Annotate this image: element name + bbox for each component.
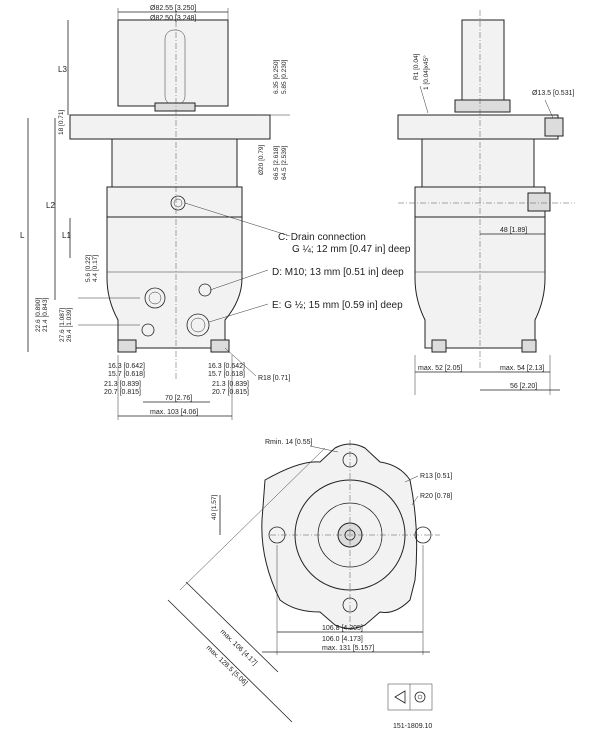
dim-r18: R18 [0.71] bbox=[258, 375, 290, 382]
dim-226: 22.6 [0.890] bbox=[35, 297, 42, 332]
dim-r13: R13 [0.51] bbox=[420, 473, 452, 480]
side-shaft bbox=[461, 19, 505, 107]
port-d-top bbox=[198, 283, 212, 297]
drawing-number: 151-1809.10 bbox=[393, 723, 432, 730]
side-mount-hole bbox=[544, 117, 564, 137]
dim-207-left: 20.7 [0.815] bbox=[104, 389, 141, 396]
front-view: Ø82.55 [3.250] Ø82.50 [3.248] L3 L L2 L1… bbox=[20, 5, 411, 420]
side-drain-port bbox=[527, 192, 551, 212]
dim-d665: 66.5 [2.618] bbox=[273, 145, 280, 180]
dim-shaft-dia-1: Ø82.55 [3.250] bbox=[150, 5, 196, 12]
dim-l1: L1 bbox=[62, 231, 71, 240]
shaft-housing bbox=[117, 19, 229, 107]
dim-pilot-585: 5.85 [0.230] bbox=[281, 59, 288, 94]
dim-d135: Ø13.5 [0.531] bbox=[532, 90, 574, 97]
dim-163-right: 16.3 [0.642] bbox=[208, 363, 245, 370]
dim-max52: max. 52 [2.05] bbox=[418, 365, 462, 372]
dim-d645: 64.5 [2.539] bbox=[281, 145, 288, 180]
port-e-right bbox=[186, 313, 210, 337]
dim-48: 48 [1.89] bbox=[500, 227, 527, 234]
side-view: R1 [0.04] 1 [0.04]x45° Ø13.5 [0.531] 48 … bbox=[397, 10, 575, 395]
dim-max131: max. 131 [5.157] bbox=[322, 645, 374, 652]
dim-l3: L3 bbox=[58, 65, 67, 74]
dim-213-left: 21.3 [0.839] bbox=[104, 381, 141, 388]
port-e-left bbox=[144, 287, 166, 309]
projection-symbol bbox=[387, 683, 433, 711]
side-flange bbox=[397, 114, 559, 140]
dim-max54: max. 54 [2.13] bbox=[500, 365, 544, 372]
dim-56: 56 [2.20] bbox=[510, 383, 537, 390]
dim-157-left: 15.7 [0.618] bbox=[108, 371, 145, 378]
motor-body-middle bbox=[106, 186, 243, 218]
callout-c-line1: C: Drain connection bbox=[278, 232, 366, 243]
dim-flange-18: 18 [0.71] bbox=[58, 110, 65, 135]
dim-103: max. 103 [4.06] bbox=[150, 409, 198, 416]
dim-1068: 106.8 [4.205] bbox=[322, 625, 363, 632]
callout-e: E: G ½; 15 mm [0.59 in] deep bbox=[272, 300, 403, 311]
dim-rmin14: Rmin. 14 [0.55] bbox=[265, 439, 313, 446]
dim-r1: R1 [0.04] bbox=[413, 53, 420, 80]
dim-276: 27.6 [1.087] bbox=[59, 307, 66, 342]
dim-157-right: 15.7 [0.618] bbox=[208, 371, 245, 378]
dim-40: 40 [1.57] bbox=[211, 495, 218, 520]
shaft-collar bbox=[154, 102, 196, 112]
dim-56: 5.6 [0.22] bbox=[85, 255, 92, 282]
dim-213-right: 21.3 [0.839] bbox=[212, 381, 249, 388]
dim-pilot-635: 6.35 [0.250] bbox=[273, 59, 280, 94]
bottom-view: Rmin. 14 [0.55] R13 [0.51] R20 [0.78] 40… bbox=[167, 439, 452, 723]
dim-d20: Ø20 [0.79] bbox=[258, 144, 265, 175]
dim-shaft-dia-2: Ø82.50 [3.248] bbox=[150, 15, 196, 22]
dim-163-left: 16.3 [0.642] bbox=[108, 363, 145, 370]
port-d-bottom bbox=[141, 323, 155, 337]
dim-264: 26.4 [1.039] bbox=[66, 307, 73, 342]
mounting-flange bbox=[69, 114, 271, 140]
dim-chamfer: 1 [0.04]x45° bbox=[422, 55, 430, 90]
dim-1060: 106.0 [4.173] bbox=[322, 636, 363, 643]
callout-c-line2: G ¼; 12 mm [0.47 in] deep bbox=[292, 243, 411, 255]
motor-body-lower bbox=[106, 216, 243, 349]
dim-l2: L2 bbox=[46, 201, 55, 210]
dim-207-right: 20.7 [0.815] bbox=[212, 389, 249, 396]
dim-70: 70 [2.76] bbox=[165, 395, 192, 402]
motor-body-upper bbox=[111, 138, 238, 188]
dim-44: 4.4 [0.17] bbox=[92, 255, 99, 282]
callout-d: D: M10; 13 mm [0.51 in] deep bbox=[272, 267, 404, 278]
dim-214: 21.4 [0.843] bbox=[42, 297, 49, 332]
dim-l: L bbox=[20, 231, 25, 240]
dim-r20: R20 [0.78] bbox=[420, 493, 452, 500]
